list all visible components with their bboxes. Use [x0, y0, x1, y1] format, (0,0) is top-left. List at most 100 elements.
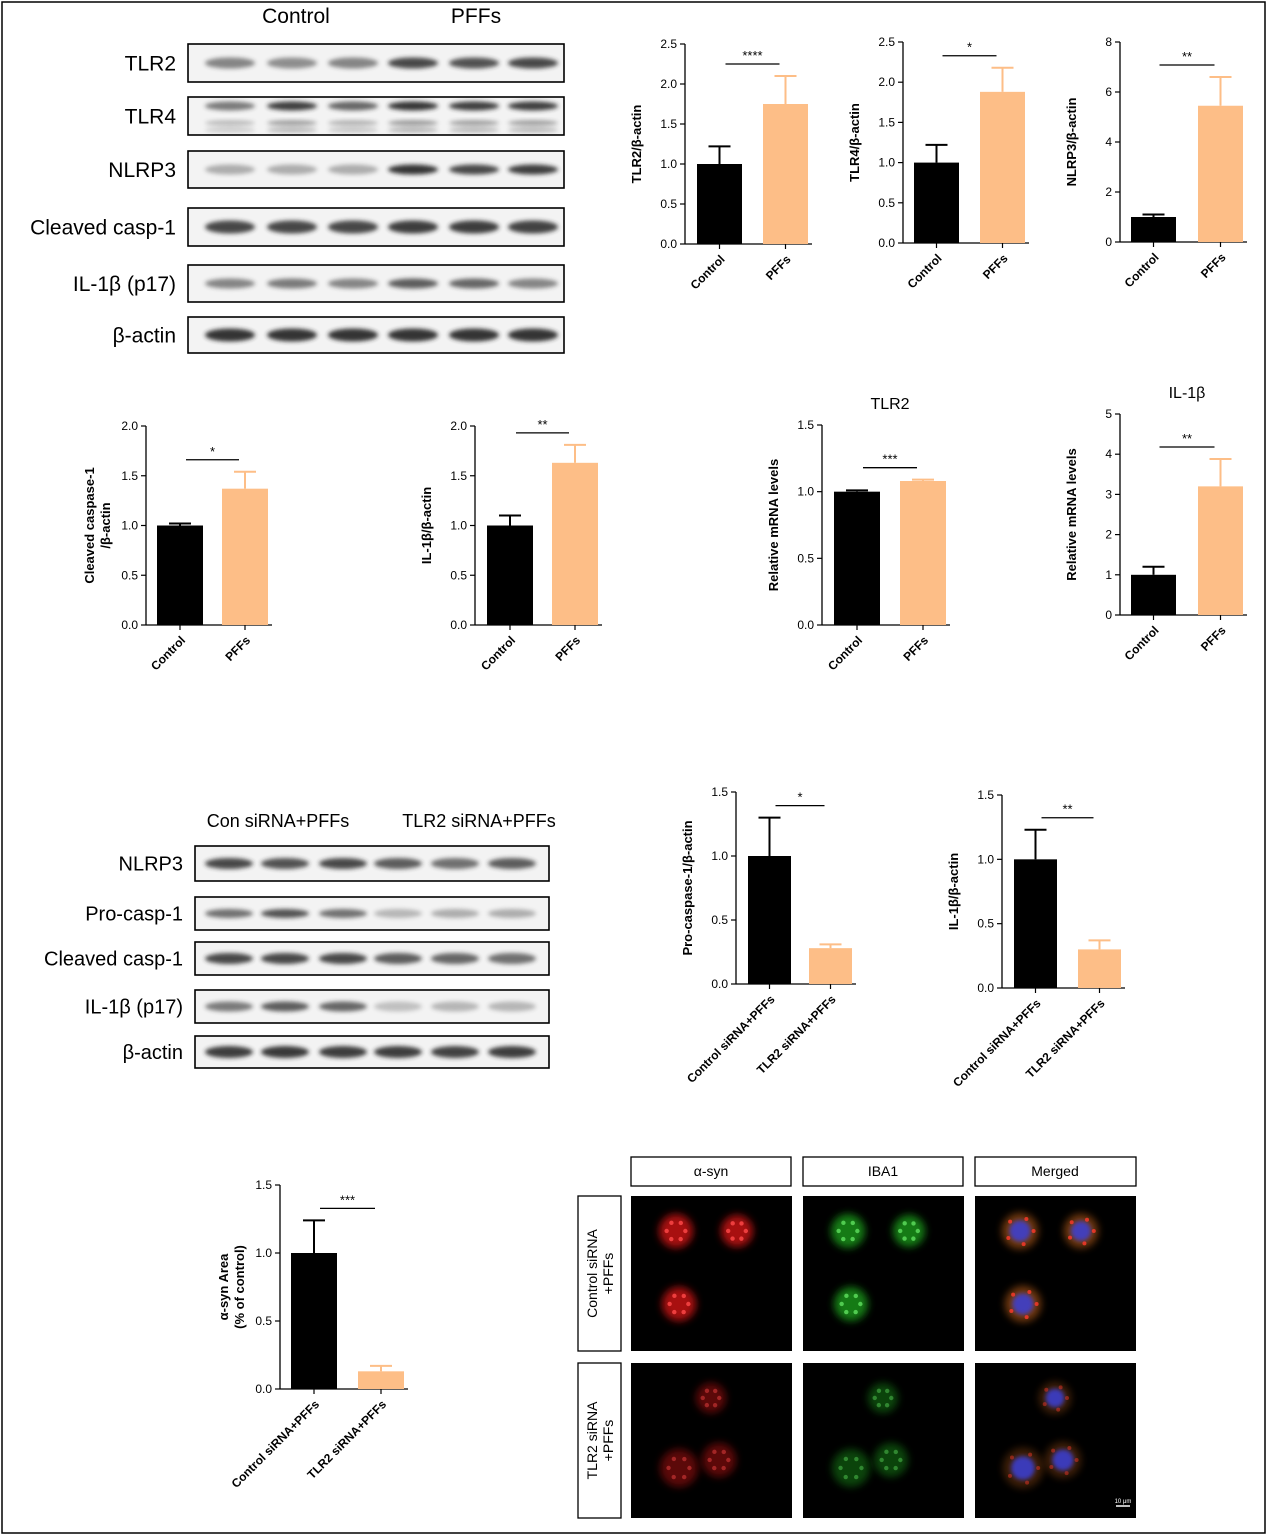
puncta	[682, 1456, 687, 1462]
puncta	[683, 1228, 688, 1234]
puncta	[667, 1301, 672, 1307]
puncta	[1011, 1292, 1016, 1297]
puncta	[1064, 1471, 1069, 1476]
bar-control	[834, 491, 880, 625]
y-tick-label: 0.5	[255, 1314, 272, 1328]
significance-label: ***	[882, 452, 897, 467]
puncta	[854, 1456, 859, 1462]
nucleus	[1012, 1293, 1034, 1315]
blot-band	[431, 909, 479, 918]
puncta	[681, 1474, 687, 1480]
blot-row-label: Pro-casp-1	[85, 904, 183, 926]
blot-band	[431, 1001, 479, 1012]
puncta	[669, 1220, 674, 1226]
puncta	[739, 1236, 744, 1241]
blot-row-label: Cleaved casp-1	[30, 217, 176, 240]
puncta	[713, 1388, 718, 1394]
bar-control	[914, 162, 959, 243]
puncta	[885, 1388, 890, 1394]
puncta	[671, 1456, 677, 1462]
puncta	[717, 1395, 722, 1401]
asyn-cell	[662, 1287, 696, 1321]
blot-band	[319, 909, 367, 918]
puncta	[686, 1301, 691, 1307]
blot-band	[261, 909, 309, 918]
puncta	[726, 1457, 731, 1463]
y-tick-label: 0	[1105, 608, 1112, 622]
micrograph-image	[803, 1196, 964, 1351]
puncta	[844, 1293, 849, 1299]
blot-band	[319, 1001, 367, 1012]
blot-band	[374, 1046, 422, 1058]
blot-band	[319, 858, 367, 869]
significance-label: **	[1182, 431, 1192, 446]
x-tick-label: PFFs	[222, 633, 253, 664]
x-tick-label: PFFs	[552, 633, 583, 664]
blot-band	[267, 278, 317, 289]
column-header-box	[630, 1156, 792, 1187]
puncta	[1091, 1229, 1096, 1233]
blot-band	[267, 57, 317, 69]
y-axis-label: NLRP3/β-actin	[1064, 98, 1079, 187]
iba1-cell	[832, 1449, 870, 1487]
blot-band	[328, 328, 378, 342]
significance-label: *	[967, 40, 972, 55]
blot-band	[488, 953, 536, 964]
puncta	[664, 1228, 669, 1234]
puncta	[1068, 1235, 1073, 1240]
blot-band	[261, 1001, 309, 1012]
significance-label: **	[1062, 802, 1072, 817]
y-axis-label: IL-1β/β-actin	[946, 853, 961, 930]
puncta	[915, 1228, 920, 1234]
puncta	[1024, 1216, 1029, 1221]
y-tick-label: 0.5	[878, 196, 895, 210]
iba1-cell	[874, 1443, 908, 1477]
puncta	[902, 1236, 907, 1241]
blot-band	[449, 127, 499, 133]
blot-strip	[194, 896, 550, 931]
bar-control	[487, 525, 533, 625]
puncta	[1008, 1219, 1013, 1224]
significance-label: *	[797, 790, 802, 805]
puncta	[700, 1395, 705, 1401]
blot-band	[261, 1046, 309, 1058]
y-tick-label: 2.5	[660, 37, 677, 51]
puncta	[678, 1220, 683, 1226]
x-tick-label: PFFs	[980, 251, 1011, 282]
blot-band	[374, 858, 422, 869]
blot-band	[328, 101, 378, 111]
puncta	[730, 1236, 735, 1241]
blot-band	[205, 120, 255, 126]
blot-band	[205, 127, 255, 133]
bar-control	[1131, 217, 1176, 242]
puncta	[843, 1456, 849, 1462]
puncta	[1009, 1309, 1014, 1314]
blot-band	[508, 57, 558, 69]
blot-band	[508, 127, 558, 133]
blot-band	[388, 127, 438, 133]
bar-treated	[1078, 949, 1121, 988]
blot-band	[267, 220, 317, 234]
x-tick-label: Control	[905, 251, 945, 291]
y-axis-label: TLR4/β-actin	[847, 103, 862, 182]
blot-band	[261, 953, 309, 964]
significance-label: *	[210, 444, 215, 459]
blot-band	[328, 57, 378, 69]
puncta	[1044, 1387, 1049, 1392]
puncta	[876, 1402, 882, 1408]
blot-band	[431, 858, 479, 869]
y-tick-label: 1.0	[977, 852, 994, 866]
blot-band	[388, 328, 438, 342]
blot-row-label: β-actin	[123, 1042, 183, 1064]
puncta	[1031, 1229, 1036, 1233]
puncta	[1027, 1289, 1032, 1294]
blot-band	[388, 120, 438, 126]
blot-band	[267, 120, 317, 126]
nucleus	[1071, 1221, 1091, 1241]
y-tick-label: 0.5	[660, 197, 677, 211]
